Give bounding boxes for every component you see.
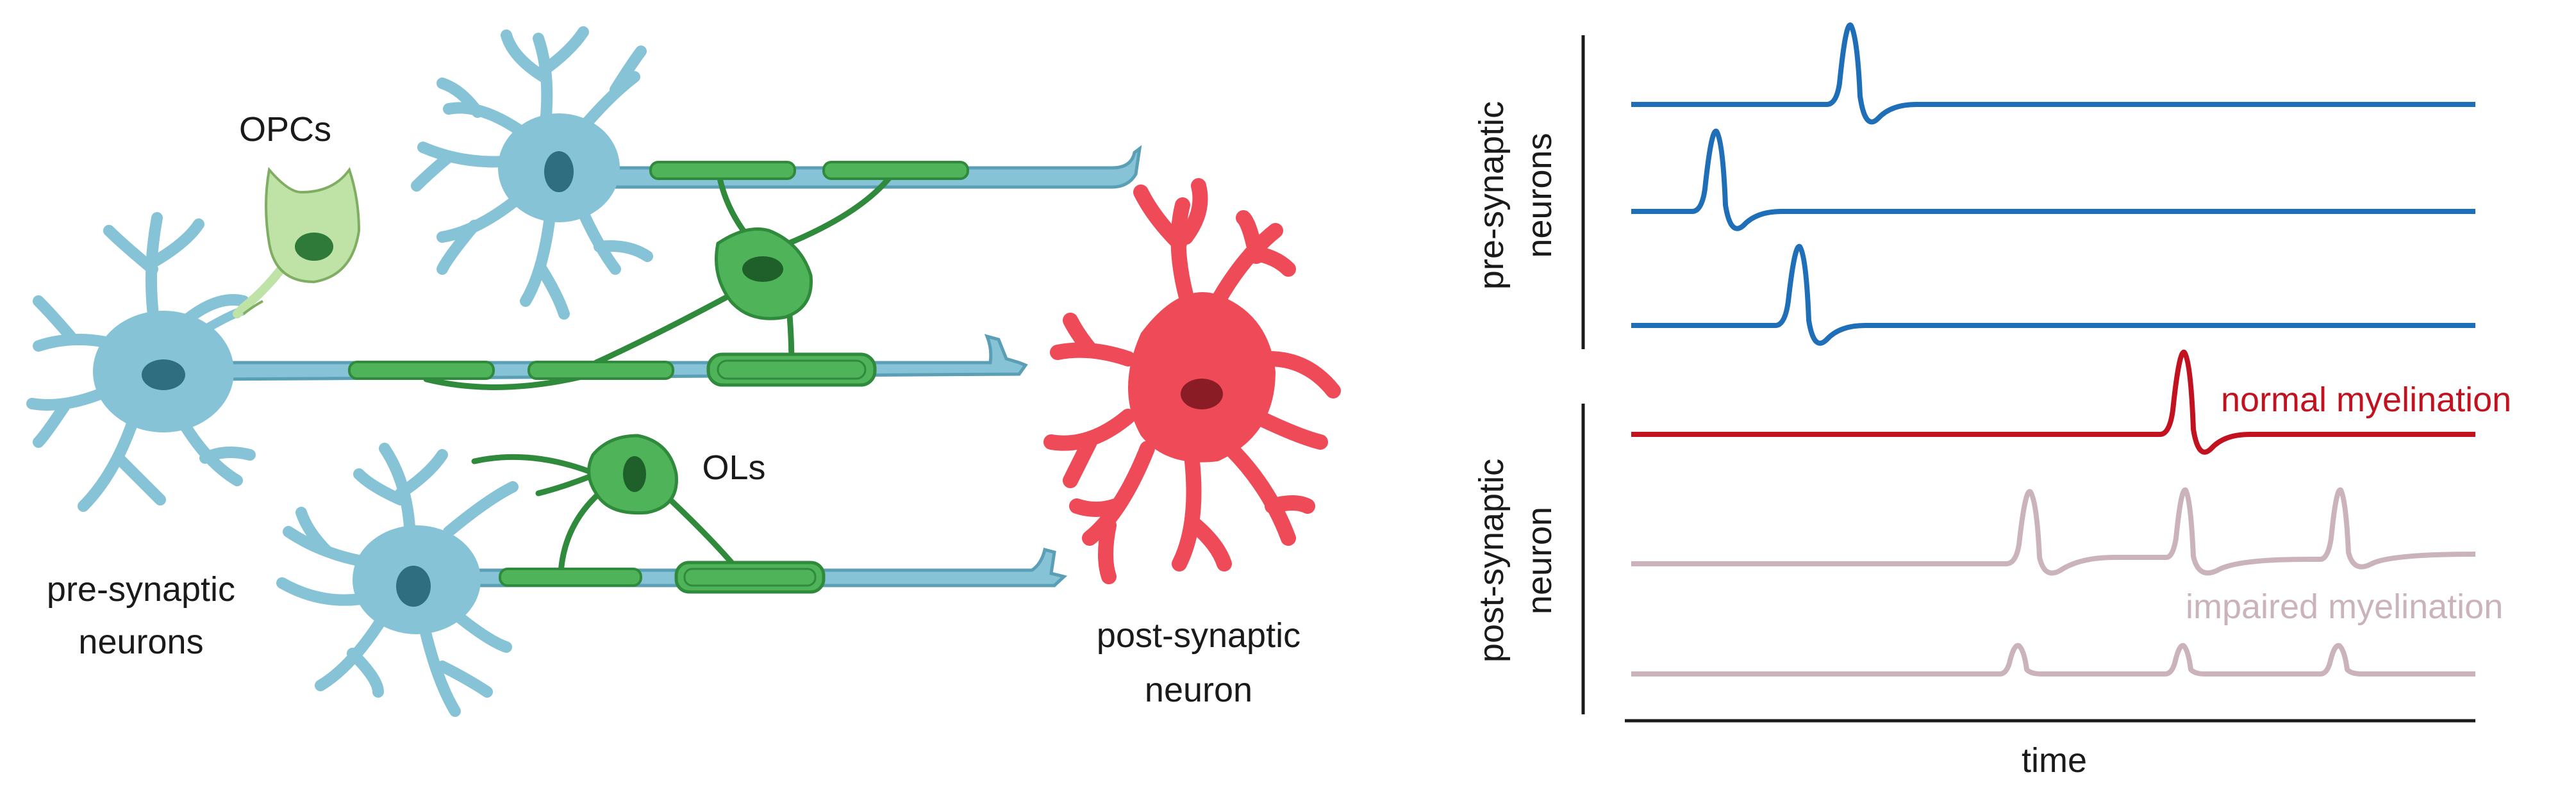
middle-neuron-nucleus bbox=[142, 359, 185, 390]
spike-traces: pre-synaptic neurons post-synaptic neuro… bbox=[1472, 22, 2511, 780]
label-post-axis-line1: post-synaptic bbox=[1472, 459, 1511, 662]
label-pre-axis-line1: pre-synaptic bbox=[1472, 101, 1511, 290]
neuron-diagram: OPCs OLs pre-synaptic neurons post-synap… bbox=[26, 26, 1341, 717]
label-presynaptic-line1: pre-synaptic bbox=[47, 570, 235, 609]
ol-upper-nucleus bbox=[742, 256, 783, 282]
label-postsynaptic-line2: neuron bbox=[1145, 671, 1252, 709]
label-time-axis: time bbox=[2022, 741, 2087, 780]
label-postsynaptic-line1: post-synaptic bbox=[1097, 616, 1300, 655]
opc-nucleus bbox=[295, 233, 333, 261]
bottom-presynaptic-neuron bbox=[276, 443, 519, 717]
top-neuron-nucleus bbox=[544, 151, 574, 192]
myelin-segments bbox=[348, 161, 969, 594]
label-normal-myelination: normal myelination bbox=[2221, 381, 2511, 419]
myelin-segment-thick bbox=[706, 352, 877, 387]
label-opcs: OPCs bbox=[239, 110, 331, 149]
myelin-segment bbox=[348, 361, 495, 380]
postsynaptic-neuron bbox=[1043, 178, 1341, 584]
post-neuron-nucleus bbox=[1181, 379, 1223, 409]
opc-soma bbox=[265, 167, 361, 284]
opc-cell bbox=[233, 167, 361, 318]
myelin-segment bbox=[499, 568, 642, 587]
pre-trace-2 bbox=[1631, 128, 2475, 231]
myelin-segment bbox=[528, 361, 674, 380]
normal-myelination-trace bbox=[1631, 349, 2475, 455]
ol-cell-lower bbox=[587, 434, 678, 515]
label-pre-axis-line2: neurons bbox=[1520, 133, 1559, 258]
impaired-trace-2 bbox=[1631, 643, 2475, 677]
bottom-neuron-nucleus bbox=[396, 566, 431, 607]
top-presynaptic-neuron bbox=[411, 26, 653, 320]
myelin-segment bbox=[822, 161, 969, 180]
label-ols: OLs bbox=[702, 448, 765, 487]
post-neuron-soma bbox=[1128, 292, 1276, 463]
ol-cell-upper bbox=[715, 227, 813, 320]
pre-trace-3 bbox=[1631, 243, 2475, 346]
label-post-axis-line2: neuron bbox=[1520, 507, 1559, 614]
impaired-trace-1 bbox=[1631, 487, 2476, 576]
myelin-segment bbox=[649, 161, 796, 180]
middle-presynaptic-neuron bbox=[26, 212, 256, 512]
label-impaired-myelination: impaired myelination bbox=[2186, 587, 2503, 626]
label-presynaptic-line2: neurons bbox=[78, 623, 203, 661]
pre-trace-1 bbox=[1631, 22, 2475, 125]
myelin-segment-thick bbox=[674, 561, 826, 594]
ol-lower-nucleus bbox=[623, 456, 646, 492]
